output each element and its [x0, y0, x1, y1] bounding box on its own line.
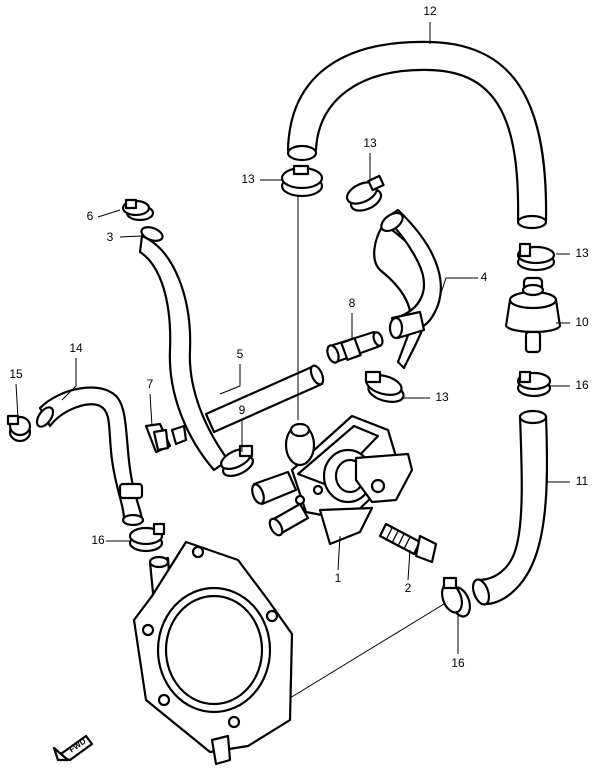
callout-16-left: 16 [91, 533, 105, 547]
hose-14 [35, 386, 145, 527]
callout-14: 14 [69, 341, 83, 355]
clamp-13-top [345, 174, 385, 212]
hose-11 [471, 409, 549, 606]
fuel-line-5 [204, 364, 325, 434]
clamp-16-bottom-right [441, 576, 471, 618]
callout-16-right: 16 [575, 378, 589, 392]
fuel-pump-body [132, 540, 294, 766]
fuel-valve-1 [251, 414, 414, 546]
fwd-arrow-icon: FWD [52, 734, 94, 762]
callout-3: 3 [107, 230, 114, 244]
clamp-16-left [128, 522, 166, 553]
clamp-13-left [280, 164, 324, 198]
callout-7: 7 [147, 377, 154, 391]
fuel-filter-10 [504, 276, 562, 354]
callout-10: 10 [575, 315, 589, 329]
callout-15: 15 [9, 367, 23, 381]
callout-6: 6 [87, 209, 94, 223]
callout-12: 12 [423, 4, 437, 18]
callout-labels: 12 13 13 13 13 6 3 4 10 8 5 14 15 16 7 9… [9, 4, 589, 670]
callout-13-right: 13 [575, 246, 589, 260]
callout-1: 1 [335, 571, 342, 585]
connector-8 [326, 330, 384, 364]
callout-4: 4 [481, 270, 488, 284]
callout-2: 2 [405, 581, 412, 595]
callout-13-left: 13 [241, 172, 255, 186]
clamp-15 [6, 414, 32, 443]
bolt-2 [378, 522, 438, 564]
clamp-9 [220, 444, 254, 478]
callout-9: 9 [239, 403, 246, 417]
callout-13-top: 13 [363, 136, 377, 150]
clamp-6 [121, 198, 155, 222]
clamp-16-right [516, 370, 552, 398]
callout-16-bottom: 16 [451, 656, 465, 670]
callout-8: 8 [349, 296, 356, 310]
clamp-13-middle [364, 370, 405, 403]
hose-12 [286, 40, 548, 230]
clamp-7 [144, 422, 188, 454]
callout-5: 5 [237, 347, 244, 361]
callout-11: 11 [576, 474, 589, 488]
clamp-13-right-top [516, 242, 556, 272]
callout-13-middle: 13 [435, 390, 449, 404]
leader-lines [15, 22, 570, 699]
hose-4 [373, 208, 442, 370]
